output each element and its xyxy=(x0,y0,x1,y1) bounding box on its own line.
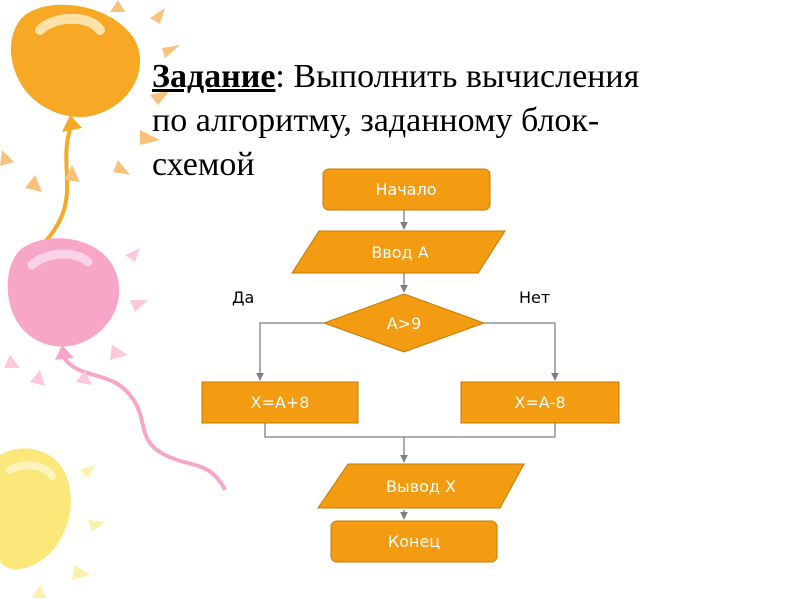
title-keyword: Задание xyxy=(152,58,276,95)
connector-yes-merge xyxy=(264,423,404,438)
balloons-decoration xyxy=(0,0,227,598)
yellow-balloon-icon xyxy=(0,448,71,570)
end-block: Конец xyxy=(330,520,498,563)
task-title: Задание: Выполнить вычисления по алгорит… xyxy=(152,55,752,187)
condition-block: А>9 xyxy=(322,293,486,353)
end-label: Конец xyxy=(388,532,440,551)
no-action-label: Х=А-8 xyxy=(514,393,565,412)
no-label: Нет xyxy=(519,288,550,307)
title-line3: схемой xyxy=(152,146,255,183)
connector-no-merge xyxy=(404,423,556,438)
title-line2: по алгоритму, заданному блок- xyxy=(152,102,600,139)
yes-action-label: Х=А+8 xyxy=(251,393,310,412)
start-block: Начало xyxy=(322,168,491,211)
input-block: Ввод А xyxy=(291,230,506,274)
orange-rays-icon xyxy=(0,0,180,192)
input-label: Ввод А xyxy=(371,243,428,262)
yes-action-block: Х=А+8 xyxy=(201,381,359,424)
yes-label: Да xyxy=(232,288,254,307)
yellow-rays-icon xyxy=(32,465,105,598)
output-block: Вывод Х xyxy=(317,463,525,509)
condition-label: А>9 xyxy=(387,314,422,333)
start-label: Начало xyxy=(375,180,436,199)
title-line1-rest: : Выполнить вычисления xyxy=(275,58,640,95)
connector-yes-branch xyxy=(256,322,324,381)
no-action-block: Х=А-8 xyxy=(460,381,620,424)
connector-no-branch xyxy=(484,322,559,381)
flowchart-connectors xyxy=(256,210,559,520)
pink-rays-icon xyxy=(4,248,148,386)
pink-balloon-icon xyxy=(7,238,227,491)
output-label: Вывод Х xyxy=(386,477,456,496)
